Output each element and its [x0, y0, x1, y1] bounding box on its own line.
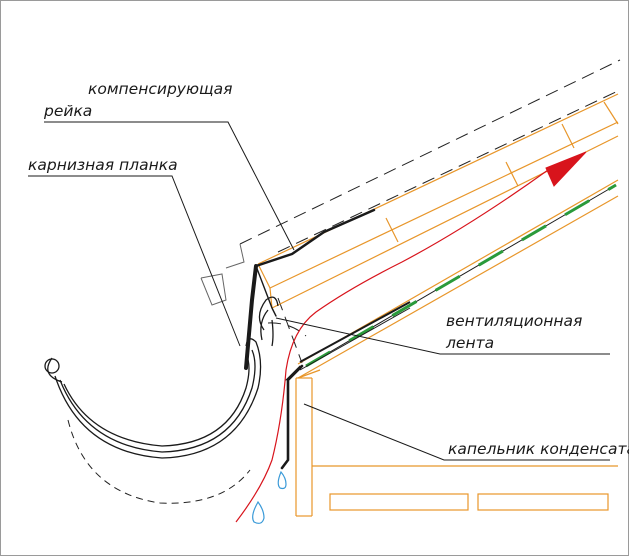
- condensate-drip: [280, 364, 304, 470]
- vent-tape: [299, 301, 411, 371]
- gutter: [44, 338, 262, 459]
- label-compensating-batten-2: рейка: [44, 102, 93, 120]
- label-condensate-drip: капельник конденсата: [448, 440, 629, 458]
- eaves-metal: [244, 208, 376, 370]
- label-eaves-strip: карнизная планка: [28, 156, 178, 174]
- label-vent-tape-1: вентиляционная: [446, 312, 583, 330]
- water-drops: [252, 470, 287, 524]
- batten-outline: [200, 243, 245, 306]
- airflow-arrow: [545, 151, 587, 187]
- label-compensating-batten-1: компенсирующая: [88, 80, 233, 98]
- gutter-hook: [258, 296, 279, 347]
- roof-covering-dashed: [239, 59, 621, 364]
- leader-lines: [28, 121, 610, 461]
- label-vent-tape-2: лента: [446, 334, 495, 352]
- gutter-dashed-outline: [67, 419, 251, 504]
- airflow-line: [235, 169, 549, 523]
